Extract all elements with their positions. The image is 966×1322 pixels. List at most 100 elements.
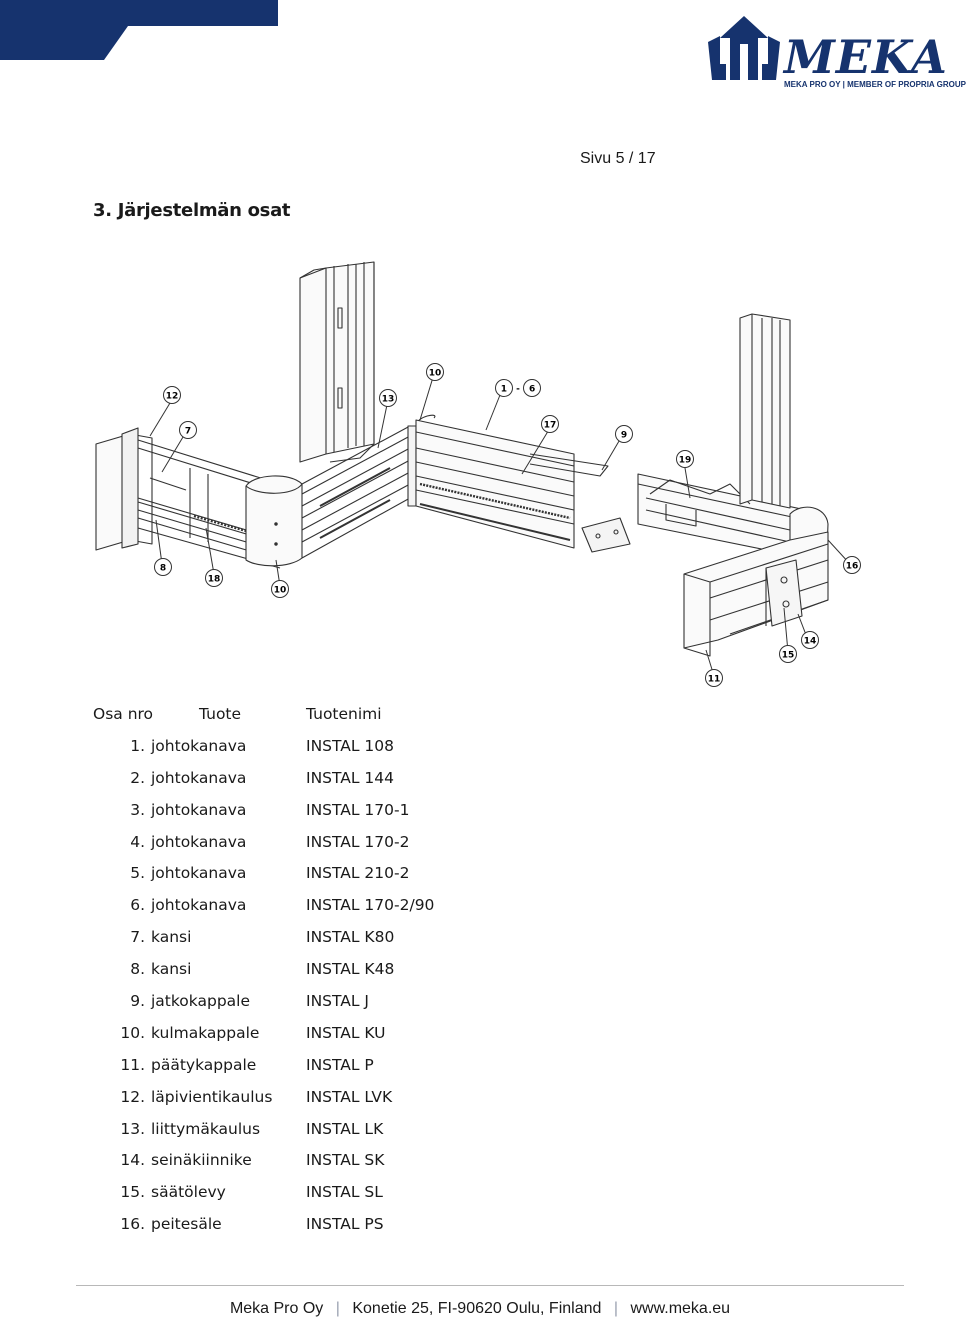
section-title: 3. Järjestelmän osat [93,200,291,221]
part-number: 13. [120,1119,145,1138]
diagram-callouts: 12 7 13 10 1 - 6 17 9 19 8 18 10 16 14 1… [154,363,861,687]
part-number: 3. [130,800,145,819]
part-product: säätölevy [151,1183,226,1202]
table-row: 3. johtokanava INSTAL 170-1 [93,801,593,833]
part-number: 11. [120,1055,145,1074]
vertical-duct-right [739,313,791,509]
svg-text:10: 10 [274,586,287,596]
footer-company: Meka Pro Oy [229,1300,324,1317]
part-name: INSTAL 170-2 [306,832,410,851]
part-name: INSTAL KU [306,1023,386,1042]
part-number: 9. [130,992,145,1011]
part-name: INSTAL 170-2/90 [306,896,435,915]
part-name: INSTAL SL [306,1183,383,1202]
table-row: 5. johtokanava INSTAL 210-2 [93,864,593,896]
part-name: INSTAL 170-1 [306,800,410,819]
callout-15: 15 [779,645,797,663]
part-name: INSTAL LVK [306,1087,393,1106]
part-number: 4. [130,832,145,851]
svg-text:11: 11 [708,675,721,685]
table-row: 6. johtokanava INSTAL 170-2/90 [93,896,593,928]
table-row: 2. johtokanava INSTAL 144 [93,769,593,801]
table-row: 12. läpivientikaulus INSTAL LVK [93,1088,593,1120]
part-name: INSTAL J [306,992,370,1011]
part-number: 16. [120,1215,145,1234]
callout-1-6: 1 - 6 [495,379,541,397]
part-product: johtokanava [151,800,247,819]
part-name: INSTAL K48 [306,960,395,979]
svg-text:12: 12 [166,392,179,402]
callout-19: 19 [676,450,694,468]
part-product: peitesäle [151,1215,222,1234]
part-number: 8. [130,960,145,979]
part-product: päätykappale [151,1055,257,1074]
part-name: INSTAL 108 [306,736,395,755]
callout-14: 14 [801,631,819,649]
part-product: johtokanava [151,832,247,851]
svg-text:8: 8 [160,564,166,574]
part-name: INSTAL 210-2 [306,864,410,883]
part-product: kulmakappale [151,1023,260,1042]
part-number: 5. [130,864,145,883]
assembly-diagram: 12 7 13 10 1 - 6 17 9 19 8 18 10 16 14 1… [95,261,861,687]
part-number: 10. [120,1023,145,1042]
part-number: 6. [130,896,145,915]
part-product: kansi [151,928,192,947]
footer-website: www.meka.eu [630,1300,731,1317]
footer-separator: | [613,1300,619,1317]
corner-piece-left [245,475,303,567]
logo-wordmark: MEKA [784,30,948,84]
part-name: INSTAL K80 [306,928,395,947]
part-product: johtokanava [151,768,247,787]
header-product: Tuote [199,705,242,723]
part-name: INSTAL 144 [306,768,395,787]
part-product: seinäkiinnike [151,1151,252,1170]
part-number: 12. [120,1087,145,1106]
callout-18: 18 [205,569,223,587]
header-band [0,0,278,60]
header-name: Tuotenimi [306,705,382,723]
footer-divider [76,1285,904,1286]
upper-right-duct [415,419,609,549]
lower-right-duct [683,531,829,657]
footer-address: Konetie 25, FI-90620 Oulu, Finland [352,1300,602,1317]
table-row: 7. kansi INSTAL K80 [93,928,593,960]
svg-text:14: 14 [804,637,817,647]
meka-logo: MEKA MEKA PRO OY | MEMBER OF PROPRIA GRO… [706,14,966,94]
callout-16: 16 [843,556,861,574]
svg-text:15: 15 [782,651,795,661]
table-row: 15. säätölevy INSTAL SL [93,1183,593,1215]
svg-text:18: 18 [208,575,221,585]
part-product: johtokanava [151,864,247,883]
vertical-duct-left [299,261,375,463]
parts-table-header: Osa nro Tuote Tuotenimi [93,705,593,737]
svg-text:17: 17 [544,421,557,431]
footer-separator: | [335,1300,340,1317]
svg-text:13: 13 [382,395,395,405]
meka-arrow-logo-icon [708,16,780,80]
callout-13: 13 [379,389,397,407]
part-number: 2. [130,768,145,787]
svg-text:16: 16 [846,562,859,572]
part-number: 7. [130,928,145,947]
page-number: Sivu 5 / 17 [580,150,656,167]
svg-text:9: 9 [621,431,627,441]
callout-9: 9 [615,425,633,443]
callout-10-bottom: 10 [271,580,289,598]
part-number: 14. [120,1151,145,1170]
callout-10-top: 10 [426,363,444,381]
svg-text:7: 7 [185,427,191,437]
table-row: 13. liittymäkaulus INSTAL LK [93,1120,593,1152]
part-number: 15. [120,1183,145,1202]
part-name: INSTAL LK [306,1119,384,1138]
part-product: johtokanava [151,896,247,915]
callout-7: 7 [179,421,197,439]
part-product: liittymäkaulus [151,1119,261,1138]
logo-tagline: MEKA PRO OY | MEMBER OF PROPRIA GROUP [784,80,966,89]
part-product: läpivientikaulus [151,1087,273,1106]
